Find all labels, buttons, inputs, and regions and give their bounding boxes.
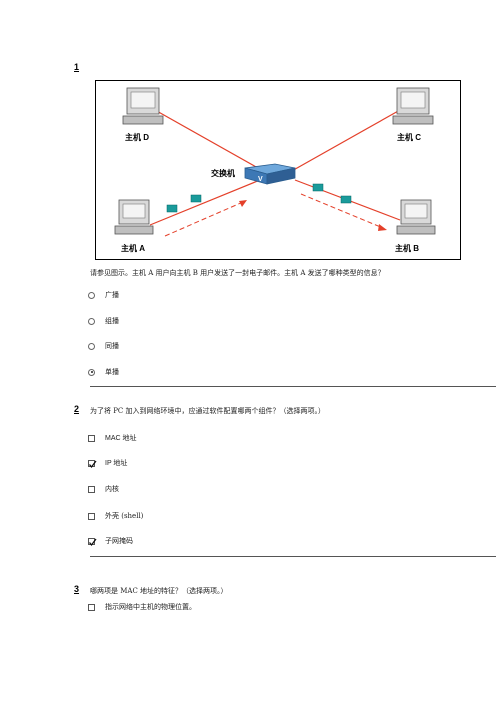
- option-label: 组播: [105, 317, 119, 325]
- option-label: IP 地址: [105, 460, 128, 467]
- question-text: 请参见图示。主机 A 用户向主机 B 用户发送了一封电子邮件。主机 A 发送了哪…: [90, 269, 385, 277]
- radio-button[interactable]: [88, 317, 95, 325]
- switch-icon: V: [244, 163, 296, 185]
- checkbox-checked[interactable]: [88, 459, 97, 468]
- option-row[interactable]: MAC 地址: [88, 433, 137, 443]
- question-number: 3: [74, 584, 80, 594]
- option-row[interactable]: 子网掩码: [88, 536, 133, 546]
- option-label: 外壳 (shell): [105, 512, 144, 520]
- checkbox[interactable]: [88, 485, 95, 493]
- option-label: 指示网络中主机的物理位置。: [105, 603, 196, 611]
- option-label: 内核: [105, 485, 119, 493]
- svg-text:交换机: 交换机: [211, 168, 235, 178]
- option-row[interactable]: 同播: [88, 341, 119, 351]
- svg-text:主机 A: 主机 A: [121, 243, 145, 253]
- option-row[interactable]: 组播: [88, 316, 119, 326]
- option-row[interactable]: 外壳 (shell): [88, 511, 143, 521]
- network-diagram: V 交换机 主机 D 主机 C 主机 A 主机 B: [95, 80, 461, 264]
- option-row[interactable]: 指示网络中主机的物理位置。: [88, 602, 196, 612]
- option-label: 广播: [105, 291, 119, 299]
- svg-text:主机 C: 主机 C: [397, 132, 421, 142]
- option-row[interactable]: 广播: [88, 290, 119, 300]
- separator-line: [90, 556, 496, 557]
- question-number: 2: [74, 404, 80, 414]
- host-c-computer-icon: [392, 87, 434, 125]
- host-a-computer-icon: [114, 199, 154, 235]
- svg-text:主机 D: 主机 D: [125, 132, 149, 142]
- svg-text:主机 B: 主机 B: [395, 243, 419, 253]
- question-number: 1: [74, 62, 80, 72]
- option-label: 单播: [105, 368, 119, 376]
- radio-button[interactable]: [88, 342, 95, 350]
- option-row[interactable]: 内核: [88, 484, 119, 494]
- checkbox-checked[interactable]: [88, 537, 97, 546]
- checkbox[interactable]: [88, 512, 95, 520]
- option-row[interactable]: IP 地址: [88, 458, 127, 468]
- question-text: 哪两项是 MAC 地址的特征？（选择两项。）: [90, 587, 228, 595]
- host-b-computer-icon: [396, 199, 436, 235]
- radio-button[interactable]: [88, 291, 95, 299]
- radio-button-selected[interactable]: [88, 368, 95, 376]
- question-text: 为了将 PC 加入到网络环境中，应通过软件配置哪两个组件？（选择两项。）: [90, 407, 326, 415]
- checkbox[interactable]: [88, 603, 95, 611]
- option-label: 子网掩码: [105, 537, 133, 545]
- host-d-computer-icon: [122, 87, 164, 125]
- svg-text:V: V: [258, 176, 263, 183]
- separator-line: [90, 386, 496, 387]
- option-row[interactable]: 单播: [88, 367, 119, 377]
- option-label: 同播: [105, 342, 119, 350]
- option-label: MAC 地址: [105, 435, 137, 442]
- checkbox[interactable]: [88, 434, 95, 442]
